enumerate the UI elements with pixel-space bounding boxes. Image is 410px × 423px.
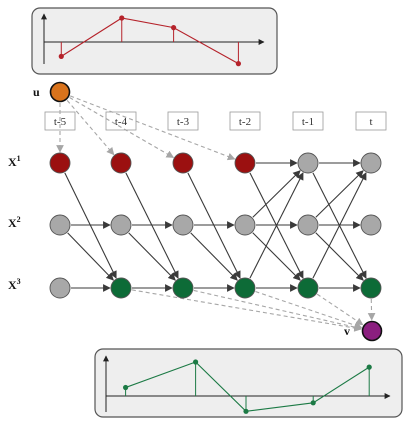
output-node-label: v: [344, 324, 350, 338]
signal-point-2: [243, 408, 249, 414]
node-grid: [49, 152, 382, 299]
node-x1-t-4: [110, 152, 132, 174]
signal-point-3: [235, 61, 241, 67]
signal-point-4: [366, 364, 372, 370]
edge-cross-11: [312, 172, 367, 279]
signal-point-1: [193, 359, 199, 365]
solid-edges: [64, 159, 367, 292]
signal-point-0: [123, 384, 129, 391]
edge-cross-6: [128, 232, 176, 281]
time-label-text: t-2: [239, 116, 251, 128]
dashed-edge-x3-to-v-1: [131, 289, 362, 332]
node-x3-t-4: [110, 277, 132, 299]
dashed-edge-x3-to-v-3: [255, 291, 363, 329]
time-label-box: [167, 111, 199, 131]
node-x3-t-5: [49, 277, 71, 299]
dashed-edges: [56, 95, 376, 332]
dashed-edge-x3-to-v-2: [193, 289, 363, 331]
input-node-u: [49, 81, 71, 103]
node-x1-t-3: [172, 152, 194, 174]
time-label-text: t-4: [115, 116, 128, 128]
edge-cross-12: [252, 232, 301, 281]
dashed-edge-u-to-x1-3: [70, 95, 236, 161]
time-label-box: [292, 111, 324, 131]
output-node-v: [361, 320, 383, 342]
dashed-edge-u-to-x1-2: [69, 97, 175, 158]
node-x1-t: [360, 152, 382, 174]
edge-cross-0: [64, 172, 117, 279]
time-label-3: t-2: [229, 111, 261, 131]
time-label-5: t: [355, 111, 387, 131]
signal-point-3: [310, 400, 316, 406]
time-step-labels: t-5 t-4 t-3 t-2 t-1 t: [44, 111, 387, 131]
node-x1-t-1: [297, 152, 319, 174]
time-label-text: t-5: [54, 116, 67, 128]
time-label-1: t-4: [105, 111, 137, 131]
edge-cross-7: [190, 232, 238, 281]
time-label-text: t-1: [302, 116, 314, 128]
row-label-x1: X1: [8, 154, 21, 169]
edge-cross-8: [252, 170, 301, 218]
node-x2-t-3: [172, 214, 194, 236]
input-series: [58, 15, 241, 67]
time-label-2: t-3: [167, 111, 199, 131]
signal-point-0: [58, 53, 64, 60]
row-label-x2: X2: [8, 215, 21, 230]
node-x1-t-2: [234, 152, 256, 174]
row-labels: X1 X2 X3: [8, 154, 21, 292]
row-label-x3: X3: [8, 277, 21, 292]
time-label-box: [355, 111, 387, 131]
time-label-text: t: [369, 116, 372, 128]
dashed-edge-x3-to-v-4: [316, 293, 364, 326]
edge-cross-9: [315, 170, 364, 218]
time-label-4: t-1: [292, 111, 324, 131]
dashed-edge-u-to-x1-1: [66, 99, 115, 156]
node-x3-t-1: [297, 277, 319, 299]
input-signal-panel: [31, 7, 278, 75]
time-label-box: [229, 111, 261, 131]
node-x2-t: [360, 214, 382, 236]
node-x2-t-2: [234, 214, 256, 236]
node-x2-t-4: [110, 214, 132, 236]
node-x2-t-5: [49, 214, 71, 236]
output-panel-frame: [94, 348, 403, 418]
input-node-group: u: [33, 81, 71, 103]
edge-cross-1: [125, 172, 179, 279]
node-x3-t-2: [234, 277, 256, 299]
edge-cross-5: [67, 232, 114, 281]
node-x2-t-1: [297, 214, 319, 236]
edge-cross-13: [315, 232, 364, 281]
time-label-text: t-3: [177, 116, 190, 128]
output-signal-panel: [94, 348, 403, 418]
input-node-label: u: [33, 85, 40, 99]
output-node-group: v: [344, 320, 383, 342]
node-x1-t-5: [49, 152, 71, 174]
output-series: [123, 359, 372, 414]
edge-cross-2: [187, 172, 241, 279]
signal-point-2: [171, 25, 177, 31]
node-x3-t: [360, 277, 382, 299]
signal-point-1: [119, 15, 125, 21]
edge-cross-10: [249, 172, 304, 279]
node-x3-t-3: [172, 277, 194, 299]
signal-line: [60, 17, 239, 65]
input-panel-frame: [31, 7, 278, 75]
